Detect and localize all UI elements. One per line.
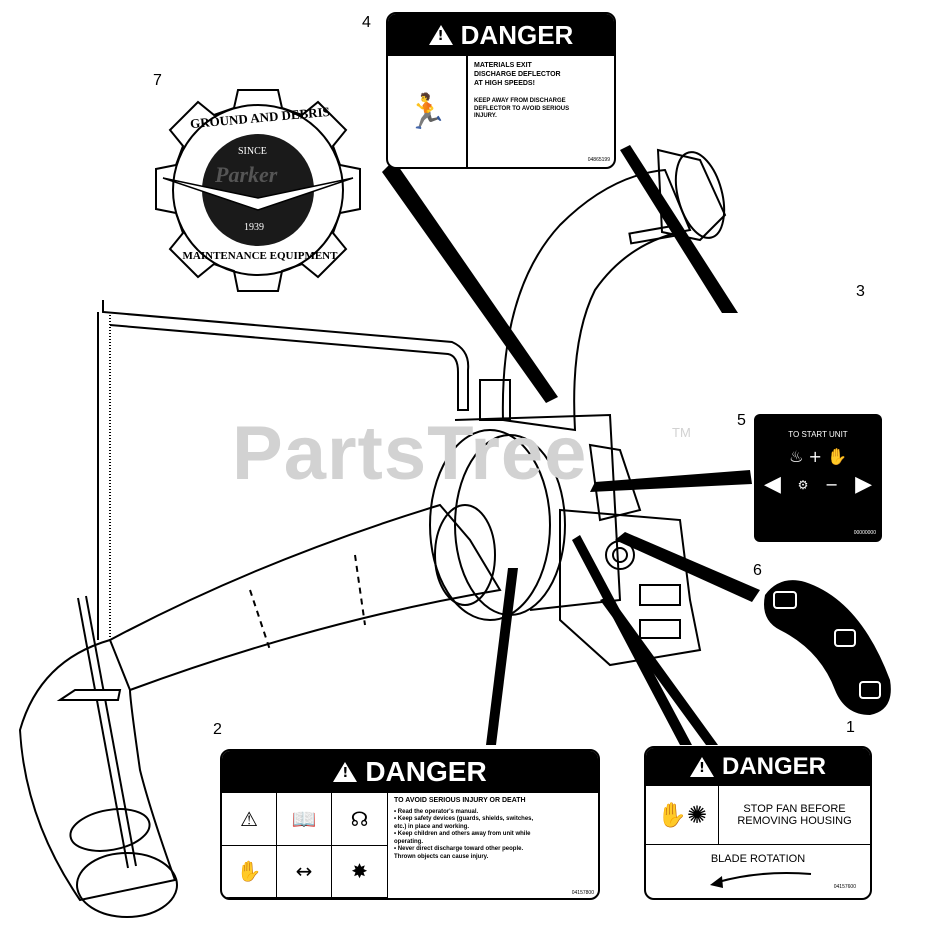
callout-4: 4	[362, 14, 371, 31]
decal-4-header: DANGER	[388, 14, 614, 56]
vacuum-hose	[108, 503, 502, 692]
decal-4-line2: DISCHARGE DEFLECTOR	[474, 70, 561, 78]
handle-bar	[102, 300, 470, 411]
arrow-right-icon: ▶	[855, 472, 872, 497]
decal-4-warn1: KEEP AWAY FROM DISCHARGE	[474, 98, 566, 105]
discharge-chute	[501, 168, 692, 432]
leader-6	[615, 532, 760, 602]
decal-4-code: 04865199	[587, 157, 610, 163]
decal-1-code: 04157600	[833, 884, 856, 890]
decal-1-line1: STOP FAN BEFORE	[743, 803, 846, 815]
decal-2-b7: Thrown objects can cause injury.	[394, 853, 489, 860]
decal-2-b4: • Keep children and others away from uni…	[394, 831, 531, 838]
decal-4-line3: AT HIGH SPEEDS!	[474, 79, 535, 87]
callout-2: 2	[213, 721, 222, 738]
warning-triangle-icon	[333, 762, 358, 782]
throttle-icon: ⚙	[797, 477, 809, 492]
decal-1-header: DANGER	[646, 748, 870, 786]
logo-since: SINCE	[238, 146, 267, 157]
parts-tree-watermark: PartsTree	[232, 411, 588, 496]
hand-injury-icon: ✋	[222, 845, 277, 898]
keep-distance-icon: ↔	[277, 845, 332, 898]
decal-5-title: TO START UNIT	[788, 430, 848, 439]
decal-2-title: TO AVOID SERIOUS INJURY OR DEATH	[394, 797, 526, 804]
hearing-protection-icon: ☊	[332, 793, 387, 846]
decal-2-b5: operating.	[394, 838, 424, 845]
callout-6: 6	[753, 562, 762, 579]
logo-brand: Parker	[215, 162, 278, 187]
leader-4	[382, 160, 558, 403]
decal-2-header: DANGER	[222, 751, 598, 793]
decal-4-warn3: INJURY.	[474, 113, 497, 120]
caution-icon: ⚠	[222, 793, 277, 846]
engine-icon-3	[859, 681, 881, 699]
logo-year: 1939	[244, 222, 264, 233]
person-hit-by-debris-icon: 🏃	[388, 56, 468, 167]
danger-decal-2: DANGER ⚠ 📖 ☊ ✋ ↔ ✸ TO AVOID SERIOUS INJU…	[220, 749, 600, 900]
callout-3: 3	[856, 283, 865, 300]
logo-bottom-text: MAINTENANCE EQUIPMENT	[182, 250, 338, 262]
decal-5-code: 00000000	[853, 530, 876, 536]
engine-icon-1	[773, 591, 797, 609]
decal-2-b2: • Keep safety devices (guards, shields, …	[394, 816, 534, 823]
rotation-arrow-icon	[710, 872, 812, 888]
leader-1b	[600, 596, 718, 745]
engine-icon-2	[834, 629, 856, 647]
leader-5	[590, 470, 752, 492]
leader-3	[620, 145, 738, 313]
fan-hand-icon: ✋✺	[646, 786, 719, 844]
fan-housing	[429, 429, 551, 621]
decal-1-line2: REMOVING HOUSING	[737, 815, 852, 827]
callout-1: 1	[846, 719, 855, 736]
decal-2-code: 04157800	[571, 890, 594, 896]
leader-2	[486, 568, 518, 745]
warning-triangle-icon	[689, 757, 714, 777]
start-unit-decal-5: TO START UNIT ♨ + ✋ ◀ ⚙ − ▶ 00000000	[754, 414, 882, 542]
callout-7: 7	[153, 72, 162, 89]
decal-2-b3: etc.) in place and working.	[394, 823, 470, 830]
choke-plus-icon: ♨ + ✋	[789, 447, 847, 466]
parker-logo	[155, 89, 361, 292]
callout-5: 5	[737, 412, 746, 429]
decal-2-b6: • Never direct discharge toward other pe…	[394, 846, 524, 853]
decal-2-b1: • Read the operator's manual.	[394, 808, 479, 815]
thrown-object-icon: ✸	[332, 846, 387, 898]
warning-triangle-icon	[428, 25, 453, 45]
watermark-trademark: TM	[672, 425, 691, 440]
danger-decal-1: DANGER ✋✺ STOP FAN BEFORE REMOVING HOUSI…	[644, 746, 872, 900]
minus-icon: −	[825, 475, 839, 494]
decal-4-warn2: DEFLECTOR TO AVOID SERIOUS	[474, 105, 570, 112]
read-manual-icon: 📖	[277, 793, 332, 846]
danger-decal-4: DANGER 🏃 MATERIALS EXIT DISCHARGE DEFLEC…	[386, 12, 616, 169]
decal-4-line1: MATERIALS EXIT	[474, 62, 532, 69]
engine-block	[559, 508, 702, 667]
decal-1-rotation: BLADE ROTATION	[710, 853, 806, 865]
arrow-left-icon: ◀	[764, 472, 781, 497]
nozzle	[18, 639, 177, 902]
control-plate-decal-6	[764, 580, 891, 715]
